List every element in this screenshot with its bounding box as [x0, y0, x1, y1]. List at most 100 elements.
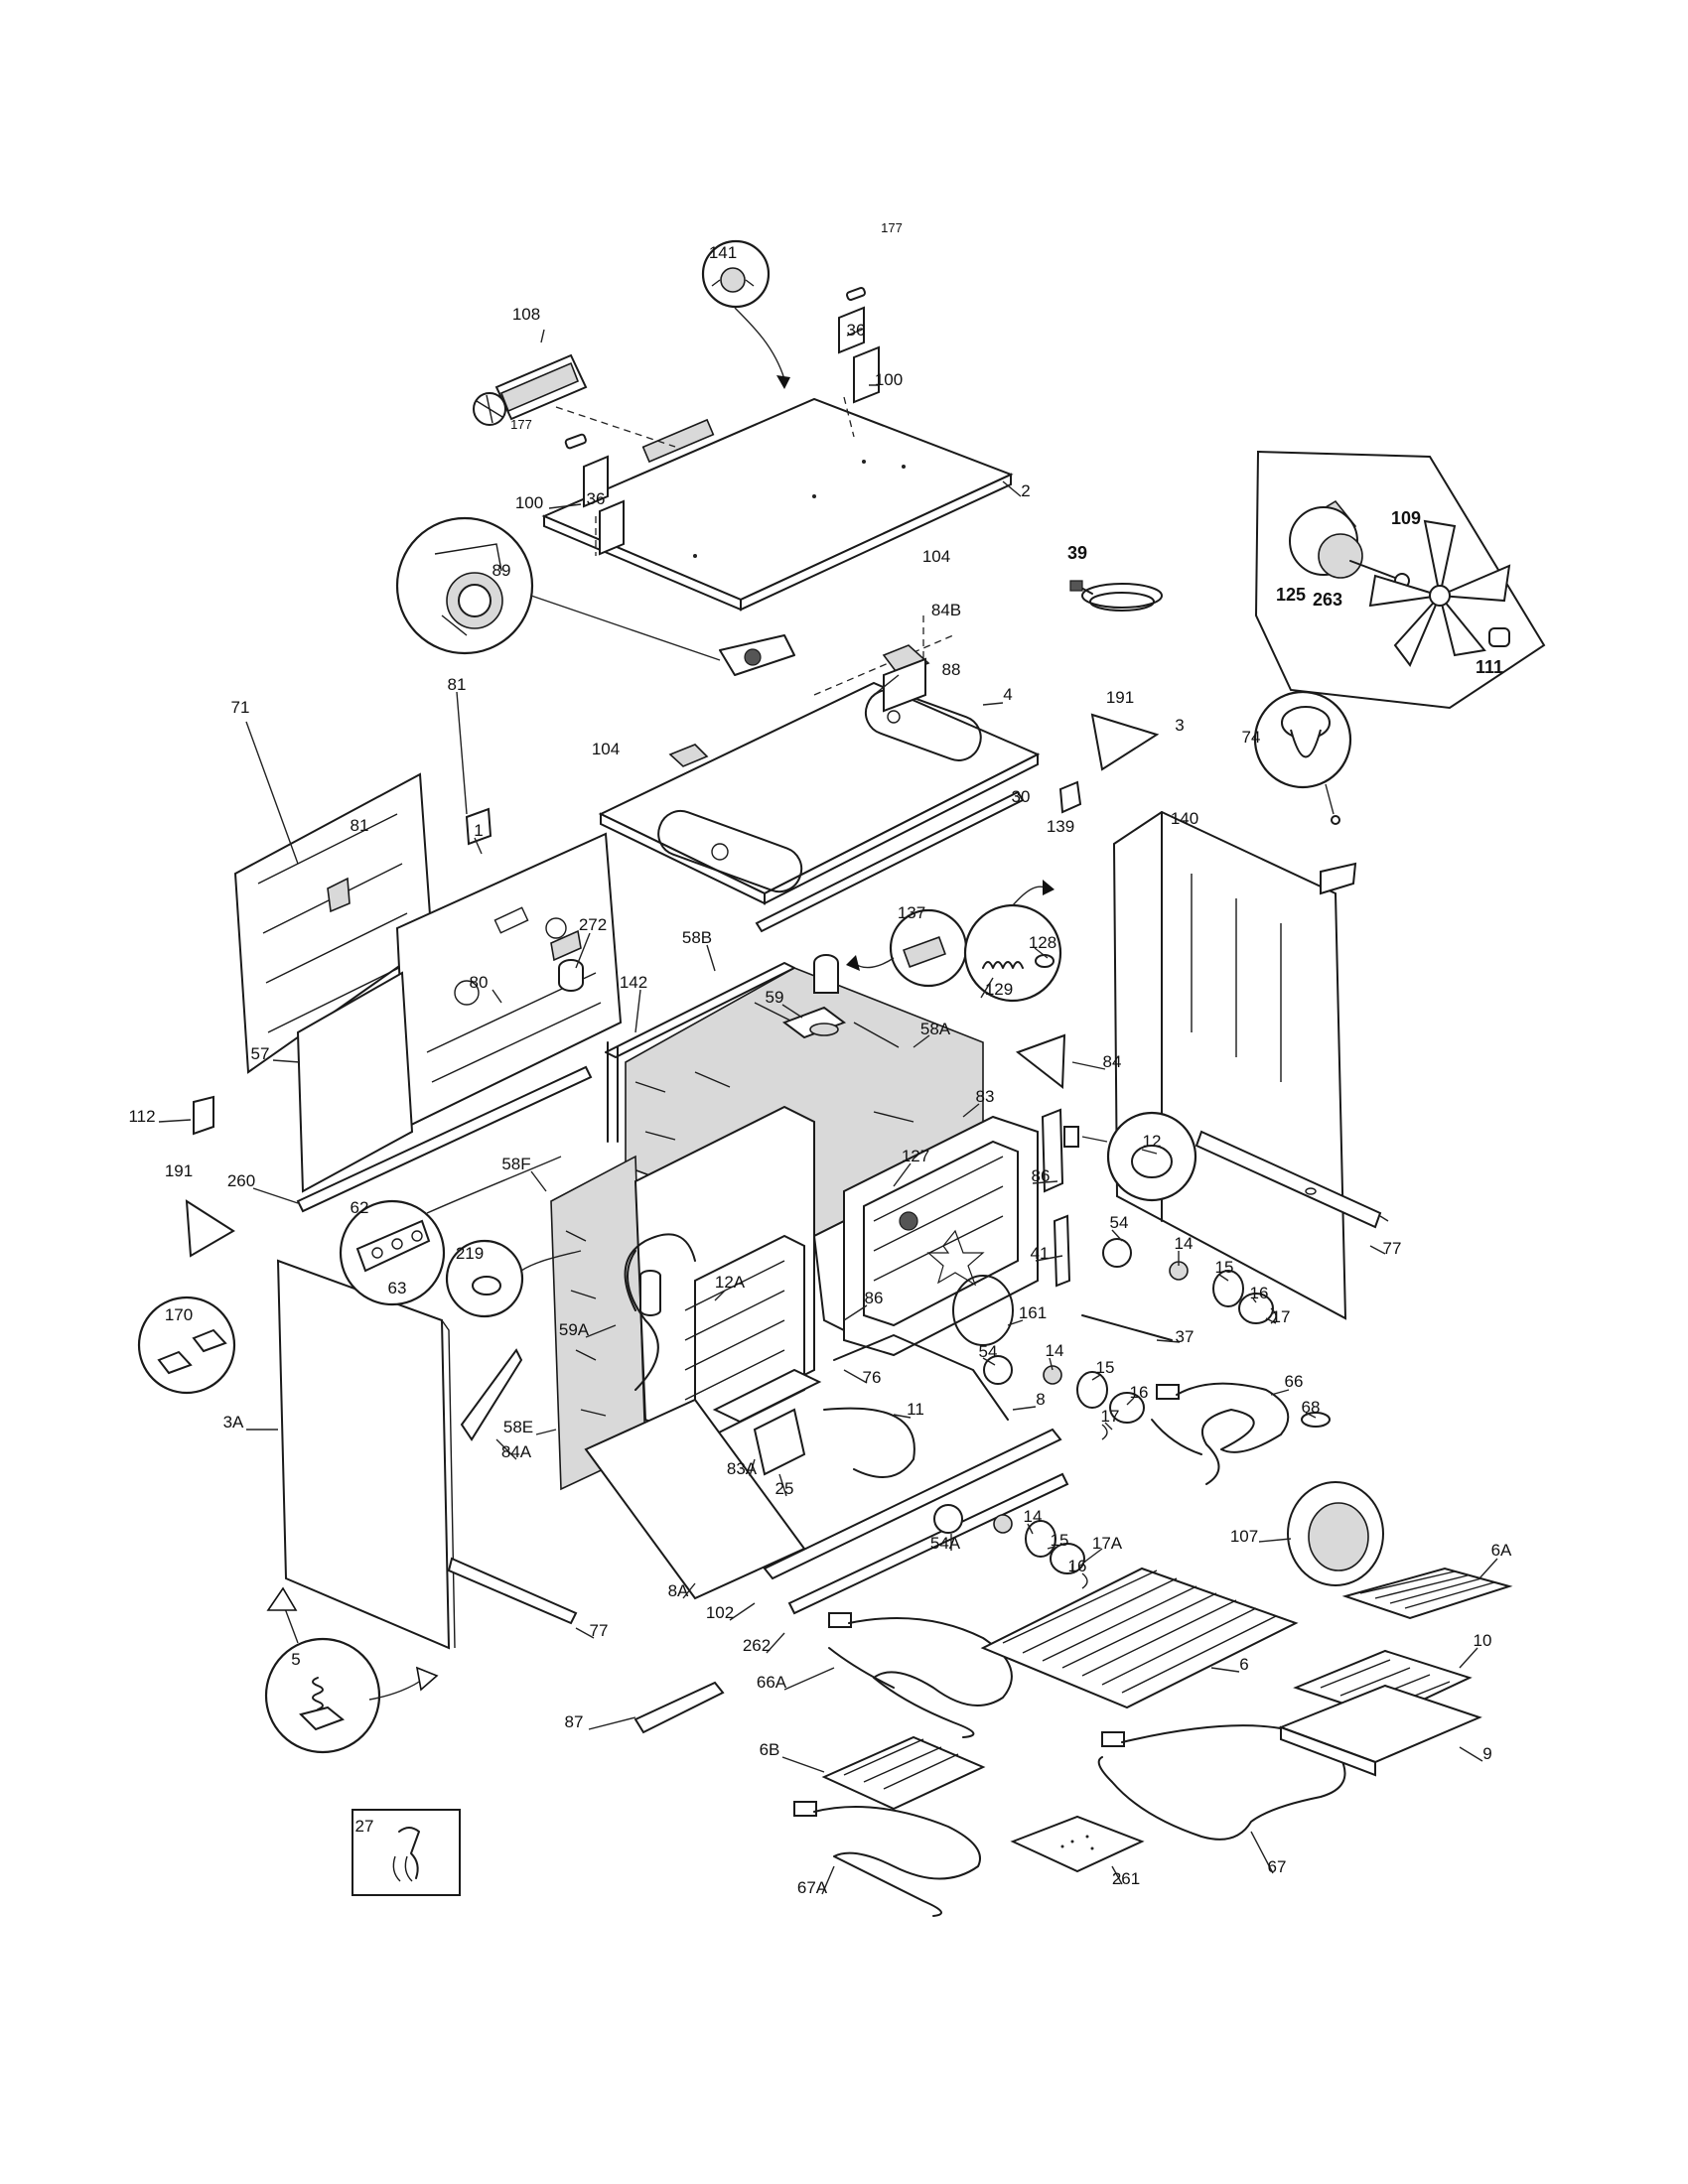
part-label: 8A: [668, 1581, 689, 1600]
part-label: 107: [1230, 1527, 1258, 1546]
part-label: 83: [976, 1087, 995, 1106]
part-label: 129: [985, 980, 1013, 999]
inner-top-panel: [598, 644, 1041, 905]
part-label: 63: [388, 1279, 407, 1297]
part-label: 83A: [727, 1459, 758, 1478]
part-label: 17: [1272, 1307, 1291, 1326]
part-label: 6A: [1491, 1541, 1512, 1560]
part-label: 10: [1474, 1631, 1492, 1650]
part-label: 36: [847, 321, 866, 340]
part-label: 177: [881, 220, 903, 235]
part-label: 141: [709, 243, 737, 262]
element-11: [833, 1334, 1009, 1421]
part-label: 14: [1024, 1507, 1043, 1526]
part-label: 68: [1302, 1398, 1321, 1417]
rack-6b: [821, 1735, 986, 1811]
part-label: 102: [706, 1603, 734, 1622]
part-label: 67A: [797, 1878, 828, 1897]
top-panel-part: [541, 397, 1014, 612]
part-label: 81: [448, 675, 467, 694]
callout-5: [264, 1586, 439, 1754]
broil-element-66a: [828, 1612, 1013, 1738]
gasket-142: [607, 1041, 619, 1143]
part-label: 58B: [682, 928, 712, 947]
part-label: 16: [1250, 1284, 1269, 1302]
part-label: 77: [590, 1621, 609, 1640]
broil-element-66: [1151, 1382, 1290, 1485]
part-label: 3A: [223, 1413, 244, 1432]
part-label: 14: [1046, 1341, 1064, 1360]
part-label: 128: [1029, 933, 1056, 952]
bracket-68: [1301, 1412, 1331, 1428]
part-label: 71: [231, 698, 250, 717]
light-assembly-middle: [983, 1355, 1145, 1440]
part-label: 66: [1285, 1372, 1304, 1391]
strip-30: [755, 790, 1025, 933]
part-label: 16: [1130, 1383, 1149, 1402]
bake-element-8: [823, 1407, 915, 1478]
part-label: 86: [1032, 1166, 1051, 1185]
part-label: 191: [165, 1161, 193, 1180]
part-label: 54: [1110, 1213, 1129, 1232]
blower-fan-108: [473, 353, 588, 426]
bracket-36-100: [564, 287, 880, 556]
part-label: 41: [1031, 1244, 1050, 1263]
part-label: 39: [1067, 543, 1087, 563]
part-label: 108: [512, 305, 540, 324]
part-label: 77: [1383, 1239, 1402, 1258]
part-label: 14: [1175, 1234, 1194, 1253]
part-label: 1: [474, 821, 483, 840]
callout-89: [395, 516, 795, 676]
rear-panel-57: [296, 971, 414, 1193]
convection-fan-inset: [1254, 450, 1546, 710]
broil-pan-insert-10: [1293, 1649, 1473, 1719]
part-label: 87: [565, 1712, 584, 1731]
part-label: 5: [291, 1650, 300, 1669]
gasket-161: [952, 1275, 1014, 1346]
power-cord-39: [1069, 580, 1163, 612]
connector-272: [558, 959, 584, 992]
part-label: 6: [1239, 1655, 1248, 1674]
part-label: 100: [875, 370, 903, 389]
part-label: 84A: [501, 1442, 532, 1461]
part-label: 261: [1112, 1869, 1140, 1888]
part-label: 25: [775, 1479, 794, 1498]
part-label: 191: [1106, 688, 1134, 707]
rear-panel-1: [395, 832, 623, 1129]
part-label: 2: [1021, 481, 1030, 500]
bracket-87: [633, 1681, 725, 1734]
side-panel-3: [1112, 810, 1357, 1320]
bracket-84a: [460, 1348, 523, 1441]
part-label: 111: [1476, 657, 1503, 677]
bracket-84: [1015, 1033, 1066, 1089]
part-label: 12A: [715, 1273, 746, 1292]
callout-141: [701, 239, 790, 389]
part-label: 262: [743, 1636, 771, 1655]
part-label: 30: [1012, 787, 1031, 806]
part-label: 16: [1068, 1557, 1087, 1575]
part-label: 59: [766, 988, 784, 1007]
part-label: 140: [1171, 809, 1198, 828]
bracket-112: [193, 1095, 214, 1136]
part-label: 4: [1003, 685, 1012, 704]
callout-74: [1253, 690, 1352, 825]
part-label: 15: [1215, 1258, 1234, 1277]
bracket-139: [1058, 780, 1082, 814]
oven-rack-6: [980, 1567, 1299, 1709]
part-label: 8: [1036, 1390, 1045, 1409]
light-assembly-lower: [933, 1504, 1088, 1589]
part-label: 58A: [920, 1020, 951, 1038]
part-label: 260: [227, 1171, 255, 1190]
part-label: 57: [251, 1044, 270, 1063]
part-label: 17: [1101, 1407, 1120, 1426]
part-label: 86: [865, 1289, 884, 1307]
part-label: 27: [355, 1817, 374, 1836]
part-label: 11: [907, 1400, 924, 1419]
part-label: 89: [492, 561, 511, 580]
part-label: 54: [979, 1342, 998, 1361]
bracket-81: [465, 807, 492, 846]
callout-137: [846, 908, 968, 988]
gasket-58b: [605, 962, 795, 1058]
